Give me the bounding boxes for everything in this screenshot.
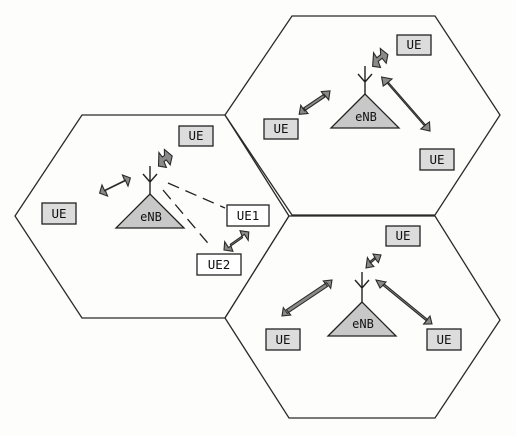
ue1: UE1 — [226, 204, 270, 227]
ue-bottom-right-top: UE — [385, 225, 421, 247]
dashed-link-ue1 — [167, 182, 226, 209]
ue-label: UE — [395, 228, 410, 243]
enb-triangle — [329, 93, 401, 129]
ue-bottom-right-left: UE — [265, 328, 301, 351]
ue-box — [385, 225, 421, 247]
antenna-icon — [357, 66, 373, 96]
link-arrow-top-right-top-ue — [372, 47, 389, 69]
ue-label: UE — [406, 37, 421, 52]
enb-top-right: eNB — [329, 66, 401, 129]
enb-label: eNB — [140, 210, 162, 224]
ue-label: UE — [429, 152, 444, 167]
ue-top-right-right: UE — [419, 148, 455, 171]
ue-label: UE — [436, 332, 451, 347]
enb-label: eNB — [352, 317, 374, 331]
ue-label: UE — [275, 332, 290, 347]
ue2: UE2 — [196, 253, 242, 276]
link-arrow-bottom-right-top-ue — [365, 253, 382, 269]
ue-label: UE — [188, 128, 203, 143]
dashed-link-ue2 — [162, 189, 213, 249]
ue-top-right-top: UE — [396, 34, 432, 56]
link-arrow-left-ue — [98, 174, 132, 198]
enb-triangle — [114, 193, 186, 229]
enb-label: eNB — [355, 110, 377, 124]
antenna-icon — [354, 272, 370, 304]
ue-top-right-left: UE — [263, 118, 299, 140]
ue-bottom-right-right: UE — [426, 328, 462, 351]
ue-box — [426, 328, 462, 351]
link-arrow-top-right-right-ue — [380, 76, 431, 132]
ue-box — [178, 125, 214, 147]
ue-box — [419, 148, 455, 171]
ue-box — [265, 328, 301, 351]
ue-label: UE — [273, 121, 288, 136]
link-arrow-top-right-left-ue — [298, 90, 331, 115]
enb-triangle — [326, 301, 398, 337]
enb-left: eNB — [114, 166, 186, 229]
link-arrow-left-top-ue — [157, 148, 173, 169]
antenna-icon — [142, 166, 158, 196]
enb-bottom-right: eNB — [326, 272, 398, 337]
ue2-box — [196, 253, 242, 276]
link-arrow-ue1-ue2 — [223, 230, 250, 252]
ue-left-top: UE — [178, 125, 214, 147]
link-arrow-bottom-right-left-ue — [281, 279, 333, 317]
ue1-box — [226, 204, 270, 227]
ue-box — [263, 118, 299, 140]
ue-left: UE — [41, 202, 77, 225]
ue2-label: UE2 — [208, 257, 231, 272]
link-arrow-bottom-right-right-ue — [375, 279, 433, 325]
ue-box — [41, 202, 77, 225]
ue-label: UE — [51, 206, 66, 221]
ue1-label: UE1 — [237, 208, 260, 223]
ue-box — [396, 34, 432, 56]
